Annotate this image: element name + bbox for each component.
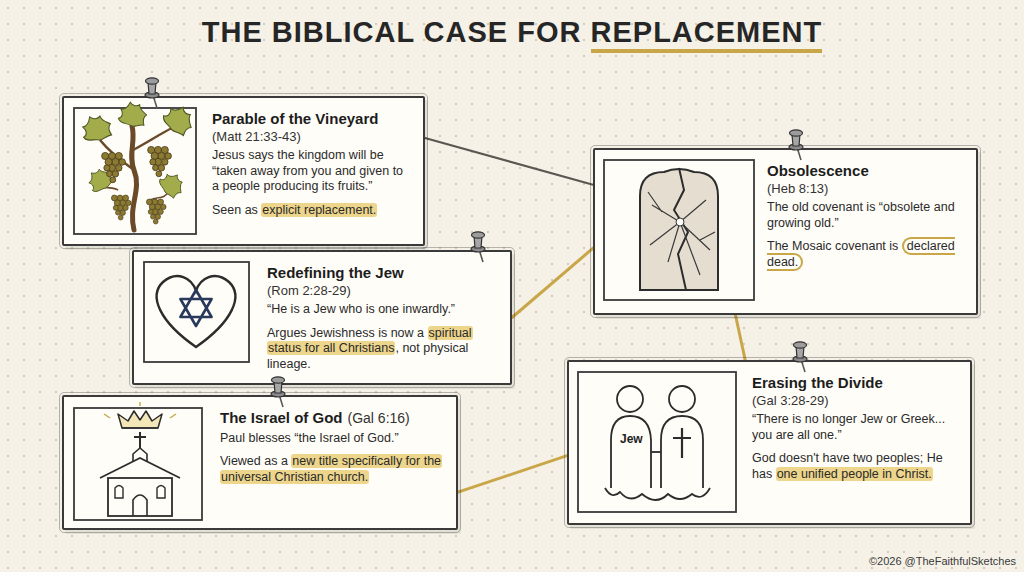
quote-text: “There is no longer Jew or Greek... you … bbox=[752, 412, 958, 443]
scripture-reference: (Matt 21:33-43) bbox=[212, 129, 411, 145]
argument-card: Obsolescence(Heb 8:13) The old covenant i… bbox=[593, 148, 978, 315]
connector-line bbox=[425, 138, 593, 185]
tablet-illustration bbox=[604, 160, 754, 300]
scripture-reference: (Gal 6:16) bbox=[348, 410, 410, 428]
quote-text: “He is a Jew who is one inwardly.” bbox=[267, 302, 498, 318]
note-text: Argues Jewishness is now a spiritual sta… bbox=[267, 326, 498, 373]
plain-run: Viewed as a bbox=[220, 454, 291, 468]
note-text: Seen as explicit replacement. bbox=[212, 203, 411, 219]
argument-card: Redefining the Jew(Rom 2:28-29) “He is a … bbox=[132, 250, 512, 385]
card-heading: Parable of the Vineyard bbox=[212, 110, 411, 129]
quote-text: The old covenant is “obsolete and growin… bbox=[767, 200, 964, 231]
figures-illustration bbox=[578, 372, 736, 512]
push-pin bbox=[145, 78, 807, 407]
note-text: God doesn't have two peoples; He has one… bbox=[752, 451, 958, 482]
argument-card: The Israel of God (Gal 6:16) Paul blesses … bbox=[62, 395, 458, 530]
note-text: Viewed as a new title specifically for t… bbox=[220, 454, 444, 485]
card-heading: Obsolescence bbox=[767, 162, 964, 181]
card-heading: Erasing the Divide bbox=[752, 374, 958, 393]
highlight: REPLACEMENT bbox=[591, 16, 823, 53]
connector-line bbox=[735, 315, 745, 360]
diagram-title: THE BIBLICAL CASE FOR REPLACEMENT bbox=[0, 16, 1024, 49]
quote-text: Paul blesses “the Israel of God.” bbox=[220, 431, 444, 447]
argument-card: Parable of the Vineyard(Matt 21:33-43) Je… bbox=[62, 96, 425, 246]
watermark: ©2026 @TheFaithfulSketches bbox=[869, 555, 1016, 567]
card-heading: Redefining the Jew bbox=[267, 264, 498, 283]
scripture-reference: (Gal 3:28-29) bbox=[752, 393, 958, 409]
plain-run: The Mosaic covenant is bbox=[767, 239, 902, 253]
highlight: one unified people in Christ. bbox=[776, 467, 933, 481]
quote-text: Jesus says the kingdom will be “taken aw… bbox=[212, 148, 411, 195]
highlight: explicit replacement. bbox=[261, 203, 377, 217]
card-heading: The Israel of God bbox=[220, 409, 343, 428]
plain-run: Argues Jewishness is now a bbox=[267, 326, 428, 340]
connector-line bbox=[512, 248, 593, 317]
note-text: The Mosaic covenant is declared dead. bbox=[767, 239, 964, 270]
connector-line bbox=[458, 456, 567, 493]
figure-label: Jew bbox=[620, 432, 643, 446]
scripture-reference: (Heb 8:13) bbox=[767, 181, 964, 197]
scripture-reference: (Rom 2:28-29) bbox=[267, 283, 498, 299]
plain-run: Seen as bbox=[212, 203, 261, 217]
vine-illustration bbox=[74, 101, 198, 234]
church-illustration bbox=[74, 402, 202, 520]
heart-star-illustration bbox=[144, 262, 249, 362]
plain-run: THE BIBLICAL CASE FOR bbox=[202, 16, 591, 48]
